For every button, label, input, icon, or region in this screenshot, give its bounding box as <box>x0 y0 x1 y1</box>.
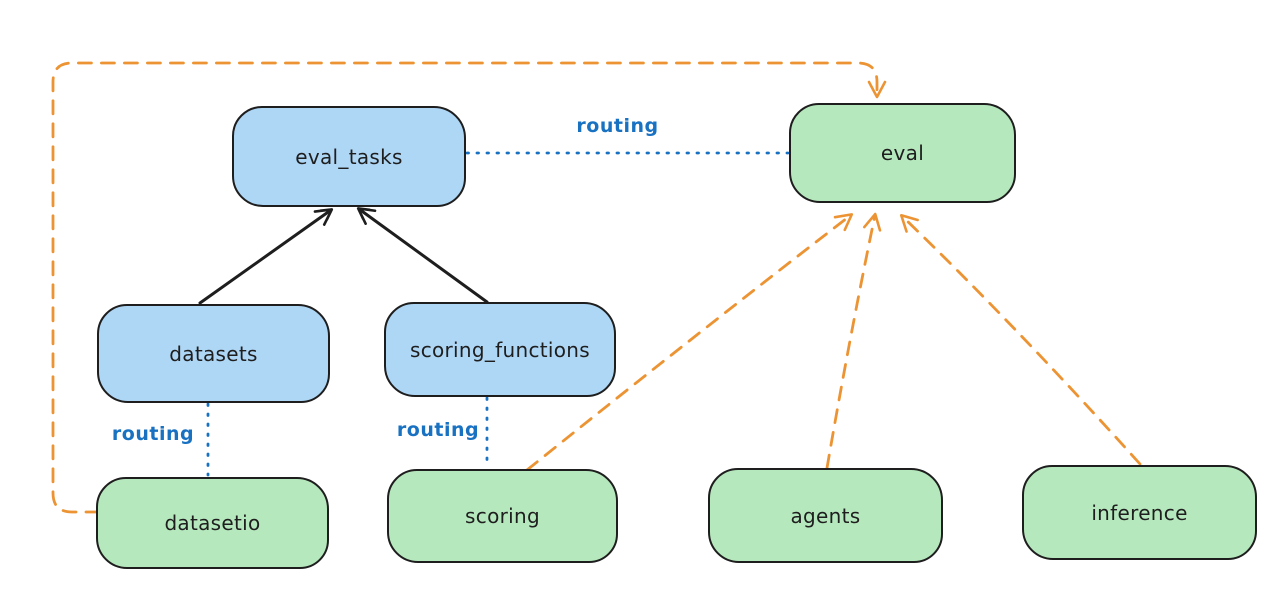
edge-scoring-functions-to-eval-tasks <box>356 207 489 304</box>
edge-scoring-to-eval <box>525 213 854 472</box>
edge-datasets-to-eval-tasks <box>198 208 334 305</box>
edge-label-routing-eval-tasks-eval: routing <box>576 115 659 137</box>
node-eval-tasks: eval_tasks <box>232 106 466 207</box>
node-datasets: datasets <box>97 304 330 403</box>
node-agents-label: agents <box>790 503 861 528</box>
edge-inference-to-eval <box>899 214 1142 466</box>
node-eval-label: eval <box>880 141 925 165</box>
edge-label-routing-datasets-datasetio: routing <box>111 423 195 445</box>
edge-label-routing-scoring-functions-scoring: routing <box>396 419 480 441</box>
node-inference-label: inference <box>1091 500 1188 525</box>
edge-datasetio-to-eval <box>51 61 887 514</box>
node-scoring: scoring <box>387 469 618 563</box>
node-scoring-functions-label: scoring_functions <box>409 337 591 362</box>
node-scoring-label: scoring <box>465 504 540 528</box>
node-agents: agents <box>708 468 943 563</box>
node-datasets-label: datasets <box>169 341 258 366</box>
edge-agents-to-eval <box>825 212 882 470</box>
node-scoring-functions: scoring_functions <box>384 302 616 397</box>
node-eval: eval <box>789 103 1016 203</box>
node-eval-tasks-label: eval_tasks <box>295 144 403 169</box>
node-inference: inference <box>1022 465 1257 560</box>
node-datasetio: datasetio <box>96 477 329 569</box>
node-datasetio-label: datasetio <box>164 511 261 535</box>
